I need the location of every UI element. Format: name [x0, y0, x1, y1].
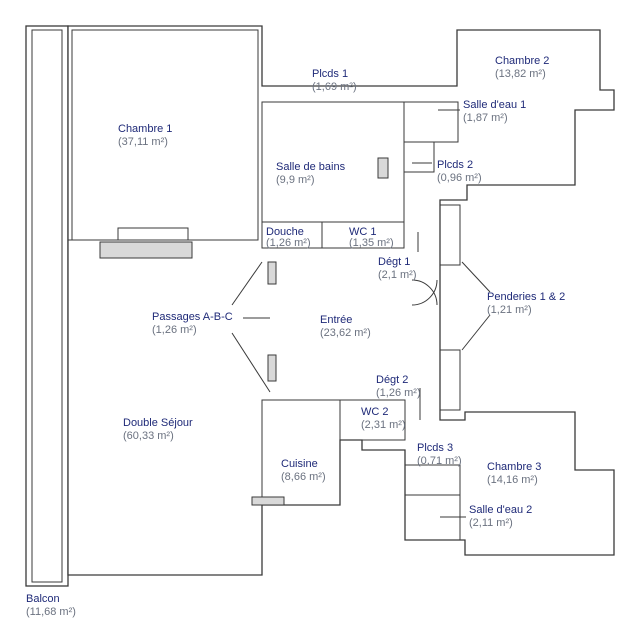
cuisine-walls [261, 399, 341, 506]
arrow-passage-up [231, 261, 263, 306]
plcds2-box [403, 141, 435, 173]
balcony-outer [25, 25, 69, 587]
label-plcds2: Plcds 2 [437, 159, 473, 171]
label-double-sejour: Double Séjour [123, 417, 193, 429]
label-chambre2: Chambre 2 [495, 55, 549, 67]
label-salle-eau1: Salle d'eau 1 [463, 99, 526, 111]
area-salle-eau1: (1,87 m²) [463, 112, 508, 124]
area-plcds2: (0,96 m²) [437, 172, 482, 184]
area-plcds1: (1,69 m²) [312, 81, 357, 93]
area-douche: (1,26 m²) [266, 237, 311, 249]
area-penderies: (1,21 m²) [487, 304, 532, 316]
area-chambre3: (14,16 m²) [487, 474, 538, 486]
label-chambre1: Chambre 1 [118, 123, 172, 135]
bath-pillar [377, 157, 389, 179]
label-entree: Entrée [320, 314, 352, 326]
wc2-box [339, 399, 406, 441]
label-salle-bains: Salle de bains [276, 161, 346, 173]
area-passages: (1,26 m²) [152, 324, 197, 336]
label-degt1: Dégt 1 [378, 256, 410, 268]
cuisine-counter [251, 496, 285, 506]
area-plcds3: (0,71 m²) [417, 455, 462, 467]
label-chambre3: Chambre 3 [487, 461, 541, 473]
label-balcon: Balcon [26, 593, 60, 605]
pillar-b [267, 354, 277, 382]
label-salle-eau2: Salle d'eau 2 [469, 504, 532, 516]
door-arc-degt1b [411, 279, 438, 306]
area-wc2: (2,31 m²) [361, 419, 406, 431]
area-salle-bains: (9,9 m²) [276, 174, 315, 186]
labels: Chambre 1 (37,11 m²) Plcds 1 (1,69 m²) C… [26, 55, 565, 618]
wc1-box [321, 221, 405, 249]
arrow-passage-down [231, 332, 271, 393]
area-double-sejour: (60,33 m²) [123, 430, 174, 442]
door-arc-degt1 [411, 279, 438, 306]
label-plcds1: Plcds 1 [312, 68, 348, 80]
arrow-penderie-down [461, 314, 491, 351]
pillar-a [267, 261, 277, 285]
area-balcon: (11,68 m²) [26, 606, 76, 618]
area-entree: (23,62 m²) [320, 327, 371, 339]
area-degt1: (2,1 m²) [378, 269, 417, 281]
label-penderies: Penderies 1 & 2 [487, 291, 565, 303]
penderie-2 [439, 349, 461, 411]
area-chambre1: (37,11 m²) [118, 136, 168, 148]
area-salle-eau2: (2,11 m²) [469, 517, 513, 529]
label-douche: Douche [266, 226, 304, 238]
area-cuisine: (8,66 m²) [281, 471, 326, 483]
label-cuisine: Cuisine [281, 458, 318, 470]
penderie-1 [439, 204, 461, 266]
arrows [231, 109, 491, 518]
label-plcds3: Plcds 3 [417, 442, 453, 454]
area-chambre2: (13,82 m²) [495, 68, 546, 80]
label-passages: Passages A-B-C [152, 311, 233, 323]
arrow-penderie-up [461, 261, 491, 293]
label-degt2: Dégt 2 [376, 374, 408, 386]
area-degt2: (1,26 m²) [376, 387, 421, 399]
label-wc1: WC 1 [349, 226, 377, 238]
balcony-inner [31, 29, 63, 583]
closet-chambre1 [117, 227, 189, 241]
radiator-chambre1 [99, 241, 193, 259]
area-wc1: (1,35 m²) [349, 237, 394, 249]
label-wc2: WC 2 [361, 406, 389, 418]
